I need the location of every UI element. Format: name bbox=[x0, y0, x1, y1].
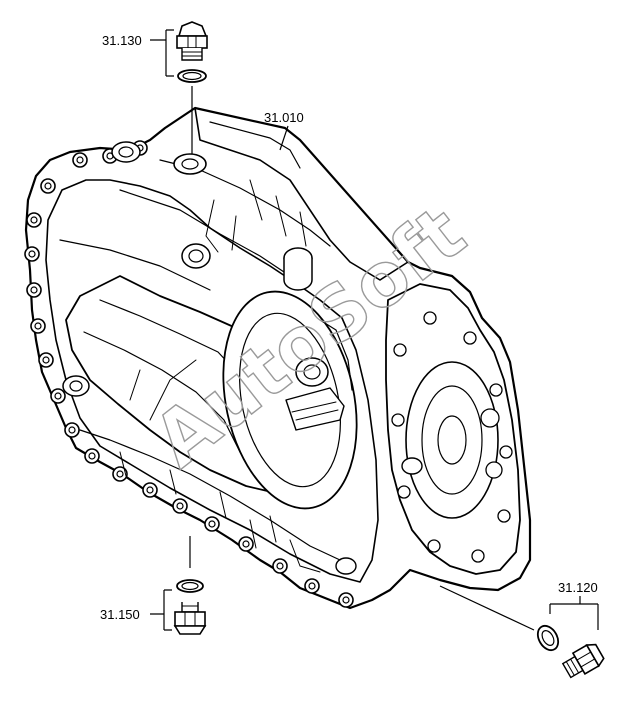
label-31-150-leader bbox=[150, 589, 172, 631]
label-31-130: 31.130 bbox=[102, 33, 142, 48]
label-31-010: 31.010 bbox=[264, 110, 304, 125]
bottom-plug-assembly bbox=[173, 536, 207, 635]
label-31-130-leader bbox=[150, 29, 174, 77]
side-plug-assembly bbox=[439, 585, 605, 679]
gearbox-housing bbox=[24, 106, 532, 610]
label-31-010-leader bbox=[279, 125, 289, 151]
label-31-120: 31.120 bbox=[558, 580, 598, 595]
label-31-150: 31.150 bbox=[100, 607, 140, 622]
top-plug-assembly bbox=[176, 21, 208, 154]
label-31-120-leader bbox=[549, 596, 599, 630]
